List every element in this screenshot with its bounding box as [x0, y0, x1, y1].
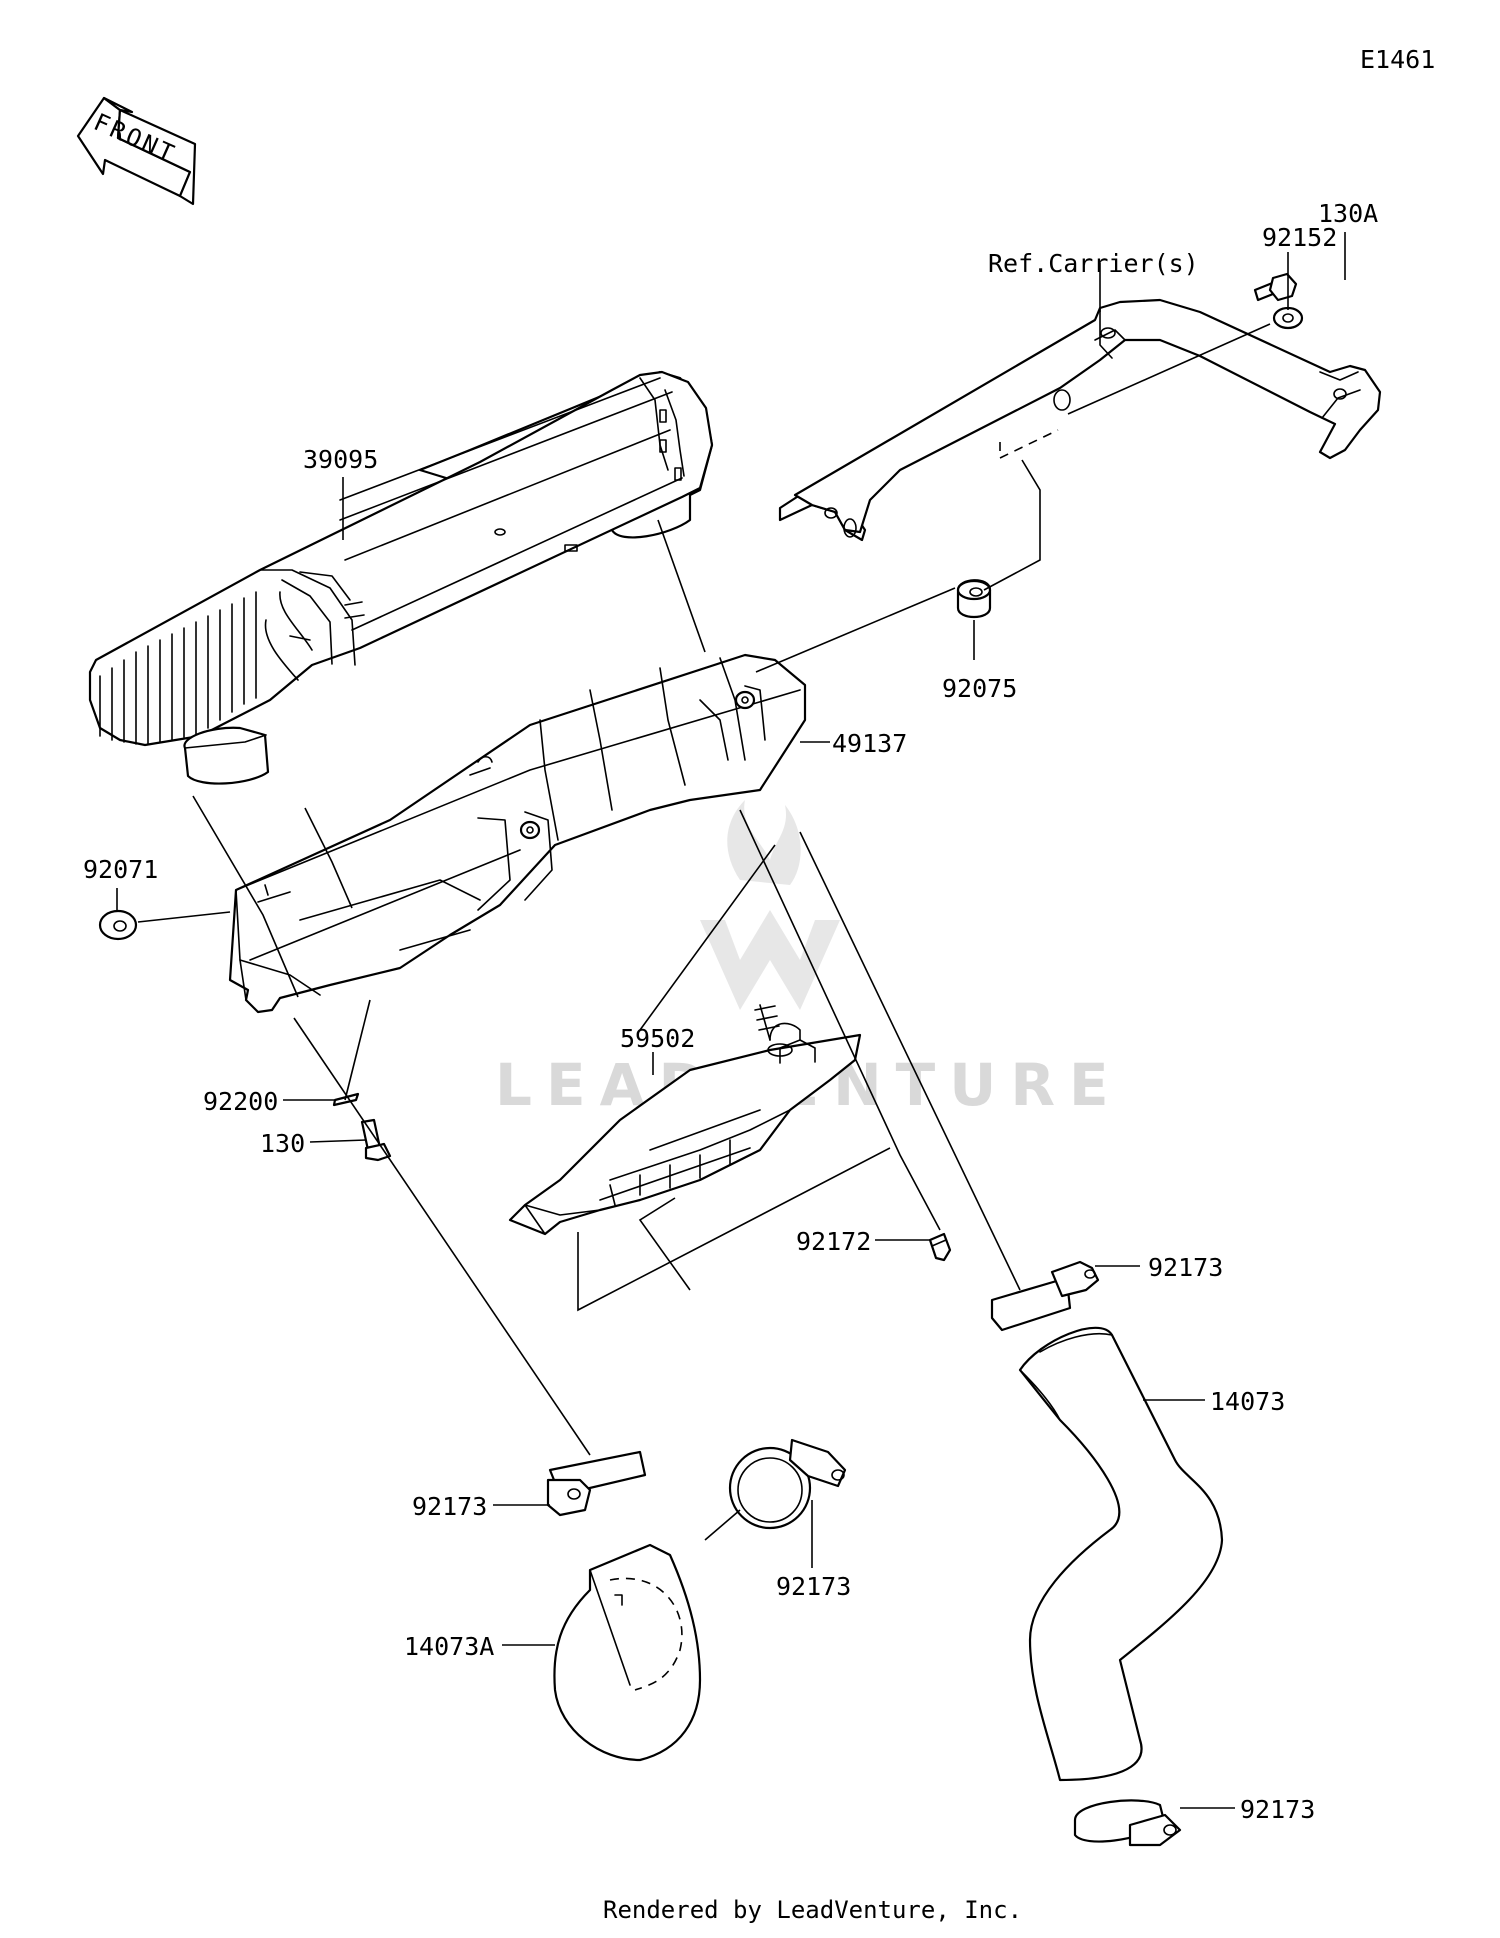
label-49137: 49137 — [832, 729, 907, 758]
label-59502: 59502 — [620, 1024, 695, 1053]
washer-92152 — [1272, 306, 1304, 330]
label-92173-center: 92173 — [776, 1572, 851, 1601]
label-130: 130 — [260, 1129, 305, 1158]
label-92173-bottom: 92173 — [1240, 1795, 1315, 1824]
label-92173-left: 92173 — [412, 1492, 487, 1521]
label-14073a: 14073A — [404, 1632, 494, 1661]
grommet-92075 — [956, 579, 992, 619]
label-92075: 92075 — [942, 674, 1017, 703]
air-cleaner-cover-39095 — [88, 370, 714, 785]
diagram-code: E1461 — [1360, 45, 1435, 74]
bolt-130a — [1253, 272, 1298, 302]
clamp-92173-center — [728, 1438, 847, 1530]
ref-carrier-label: Ref.Carrier(s) — [988, 249, 1199, 278]
label-14073: 14073 — [1210, 1387, 1285, 1416]
bolt-130 — [360, 1118, 392, 1162]
clip-92200 — [332, 1092, 360, 1107]
duct-14073 — [1018, 1326, 1224, 1782]
duct-14073a — [553, 1543, 702, 1762]
label-92172: 92172 — [796, 1227, 871, 1256]
air-cleaner-case-49137 — [228, 653, 807, 1014]
clamp-92173-left — [546, 1450, 647, 1517]
label-92152: 92152 — [1262, 223, 1337, 252]
clamp-92173-bottom — [1073, 1799, 1182, 1847]
label-39095: 39095 — [303, 445, 378, 474]
element-59502 — [508, 1004, 862, 1236]
washer-92071 — [98, 909, 138, 941]
footer-credit: Rendered by LeadVenture, Inc. — [603, 1896, 1022, 1924]
carrier-frame — [778, 298, 1382, 542]
label-130a: 130A — [1318, 199, 1378, 228]
clamp-92173-right — [990, 1260, 1100, 1332]
label-92071: 92071 — [83, 855, 158, 884]
label-92200: 92200 — [203, 1087, 278, 1116]
front-arrow-icon — [76, 96, 197, 206]
screw-92172 — [928, 1232, 952, 1262]
label-92173-right: 92173 — [1148, 1253, 1223, 1282]
